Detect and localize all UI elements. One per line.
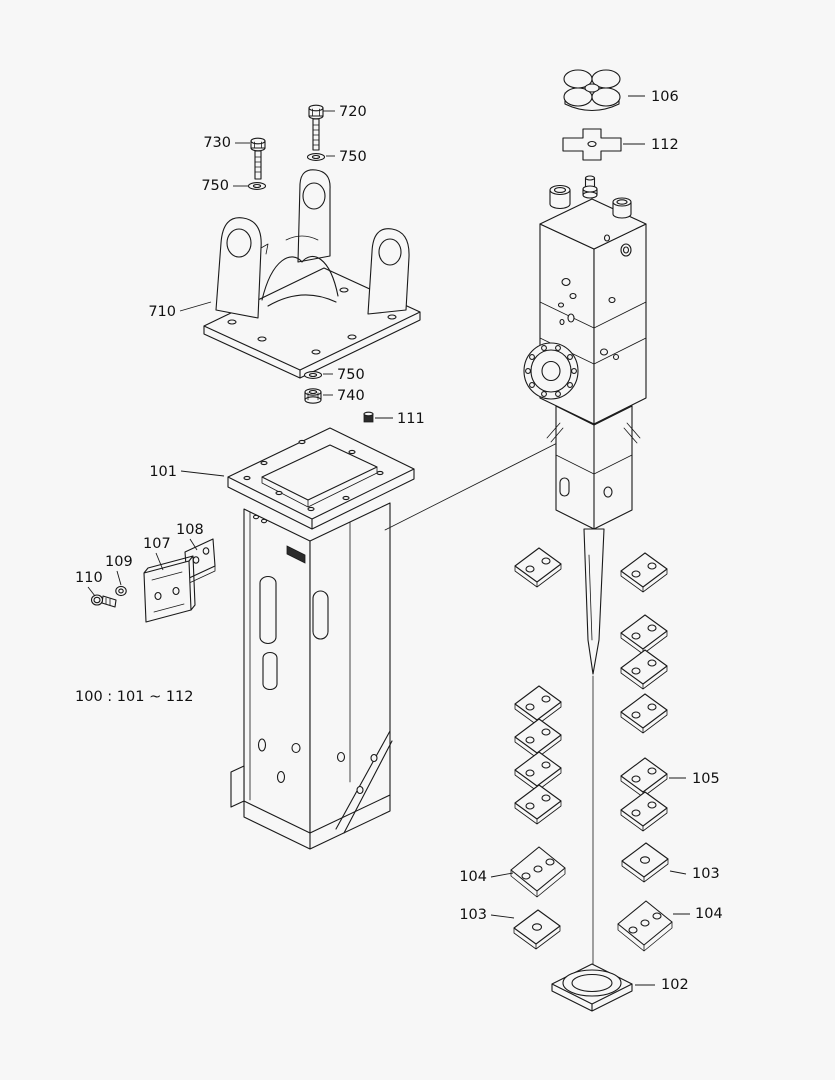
callout-112: 112 <box>623 137 679 153</box>
shim-plate <box>514 547 562 588</box>
shim-plate <box>620 649 668 690</box>
top-fittings <box>549 175 632 219</box>
group-note: 100 : 101 ~ 112 <box>75 689 194 705</box>
callout-750-b: 750 <box>201 178 248 194</box>
chisel-tool <box>583 528 605 675</box>
lower-body <box>546 405 641 530</box>
label-102: 102 <box>661 977 689 993</box>
part-103-plate-right <box>621 842 669 883</box>
callout-101: 101 <box>149 464 225 480</box>
callout-107: 107 <box>143 536 171 571</box>
part-112-gasket <box>562 128 622 161</box>
part-750-washer-a <box>306 153 326 161</box>
callout-103-left: 103 <box>459 907 515 923</box>
callout-110: 110 <box>75 570 103 597</box>
label-104-right: 104 <box>695 906 723 922</box>
part-110-bolt <box>90 594 117 608</box>
callout-750-c: 750 <box>323 367 365 383</box>
label-720: 720 <box>339 104 367 120</box>
left-assembly <box>90 104 421 850</box>
part-101-body <box>227 427 415 850</box>
label-111: 111 <box>397 411 425 427</box>
callout-710: 710 <box>148 301 212 320</box>
part-107-bracket <box>143 555 196 623</box>
callout-105: 105 <box>669 771 720 787</box>
label-750-b: 750 <box>201 178 229 194</box>
shim-plate <box>620 614 668 655</box>
callout-750-a: 750 <box>326 149 367 165</box>
callout-104-right: 104 <box>673 906 723 922</box>
part-740-nut <box>304 388 322 404</box>
part-104-plate-right <box>617 900 673 952</box>
part-102-ring <box>551 963 633 1012</box>
callout-108: 108 <box>176 522 204 551</box>
callout-720: 720 <box>323 104 367 120</box>
label-750-c: 750 <box>337 367 365 383</box>
callout-103-right: 103 <box>669 866 720 882</box>
label-106: 106 <box>651 89 679 105</box>
label-108: 108 <box>176 522 204 538</box>
label-109: 109 <box>105 554 133 570</box>
callout-106: 106 <box>628 89 679 105</box>
part-750-washer-b <box>247 182 267 190</box>
callout-102: 102 <box>635 977 689 993</box>
label-103-right: 103 <box>692 866 720 882</box>
callout-109: 109 <box>105 554 133 586</box>
part-109-washer <box>115 585 127 597</box>
part-111-plug <box>363 411 374 423</box>
label-104-left: 104 <box>459 869 487 885</box>
shim-plate <box>620 693 668 734</box>
right-assembly <box>510 69 673 1012</box>
part-710-bracket <box>203 169 421 379</box>
shim-plate <box>620 791 668 832</box>
shim-plate <box>620 552 668 593</box>
label-103-left: 103 <box>459 907 487 923</box>
part-106-cap <box>563 69 621 112</box>
label-750-a: 750 <box>339 149 367 165</box>
reference-line <box>384 429 584 531</box>
callout-740: 740 <box>323 388 365 404</box>
callouts: 720 730 750 750 710 750 740 111 <box>75 89 723 993</box>
label-110: 110 <box>75 570 103 586</box>
callout-111: 111 <box>375 411 425 427</box>
label-740: 740 <box>337 388 365 404</box>
part-104-plate-left <box>510 846 566 898</box>
shim-plate <box>514 784 562 825</box>
cylinder-block <box>523 198 647 425</box>
part-730-bolt <box>250 137 266 180</box>
callout-104-left: 104 <box>459 869 514 885</box>
label-105: 105 <box>692 771 720 787</box>
label-101: 101 <box>149 464 177 480</box>
label-710: 710 <box>148 304 176 320</box>
part-103-plate-left <box>513 909 561 950</box>
part-105-shim <box>620 757 668 798</box>
part-720-bolt <box>308 104 324 151</box>
part-750-washer-c <box>303 371 323 379</box>
callout-730: 730 <box>203 135 250 151</box>
label-107: 107 <box>143 536 171 552</box>
label-112: 112 <box>651 137 679 153</box>
label-730: 730 <box>203 135 231 151</box>
